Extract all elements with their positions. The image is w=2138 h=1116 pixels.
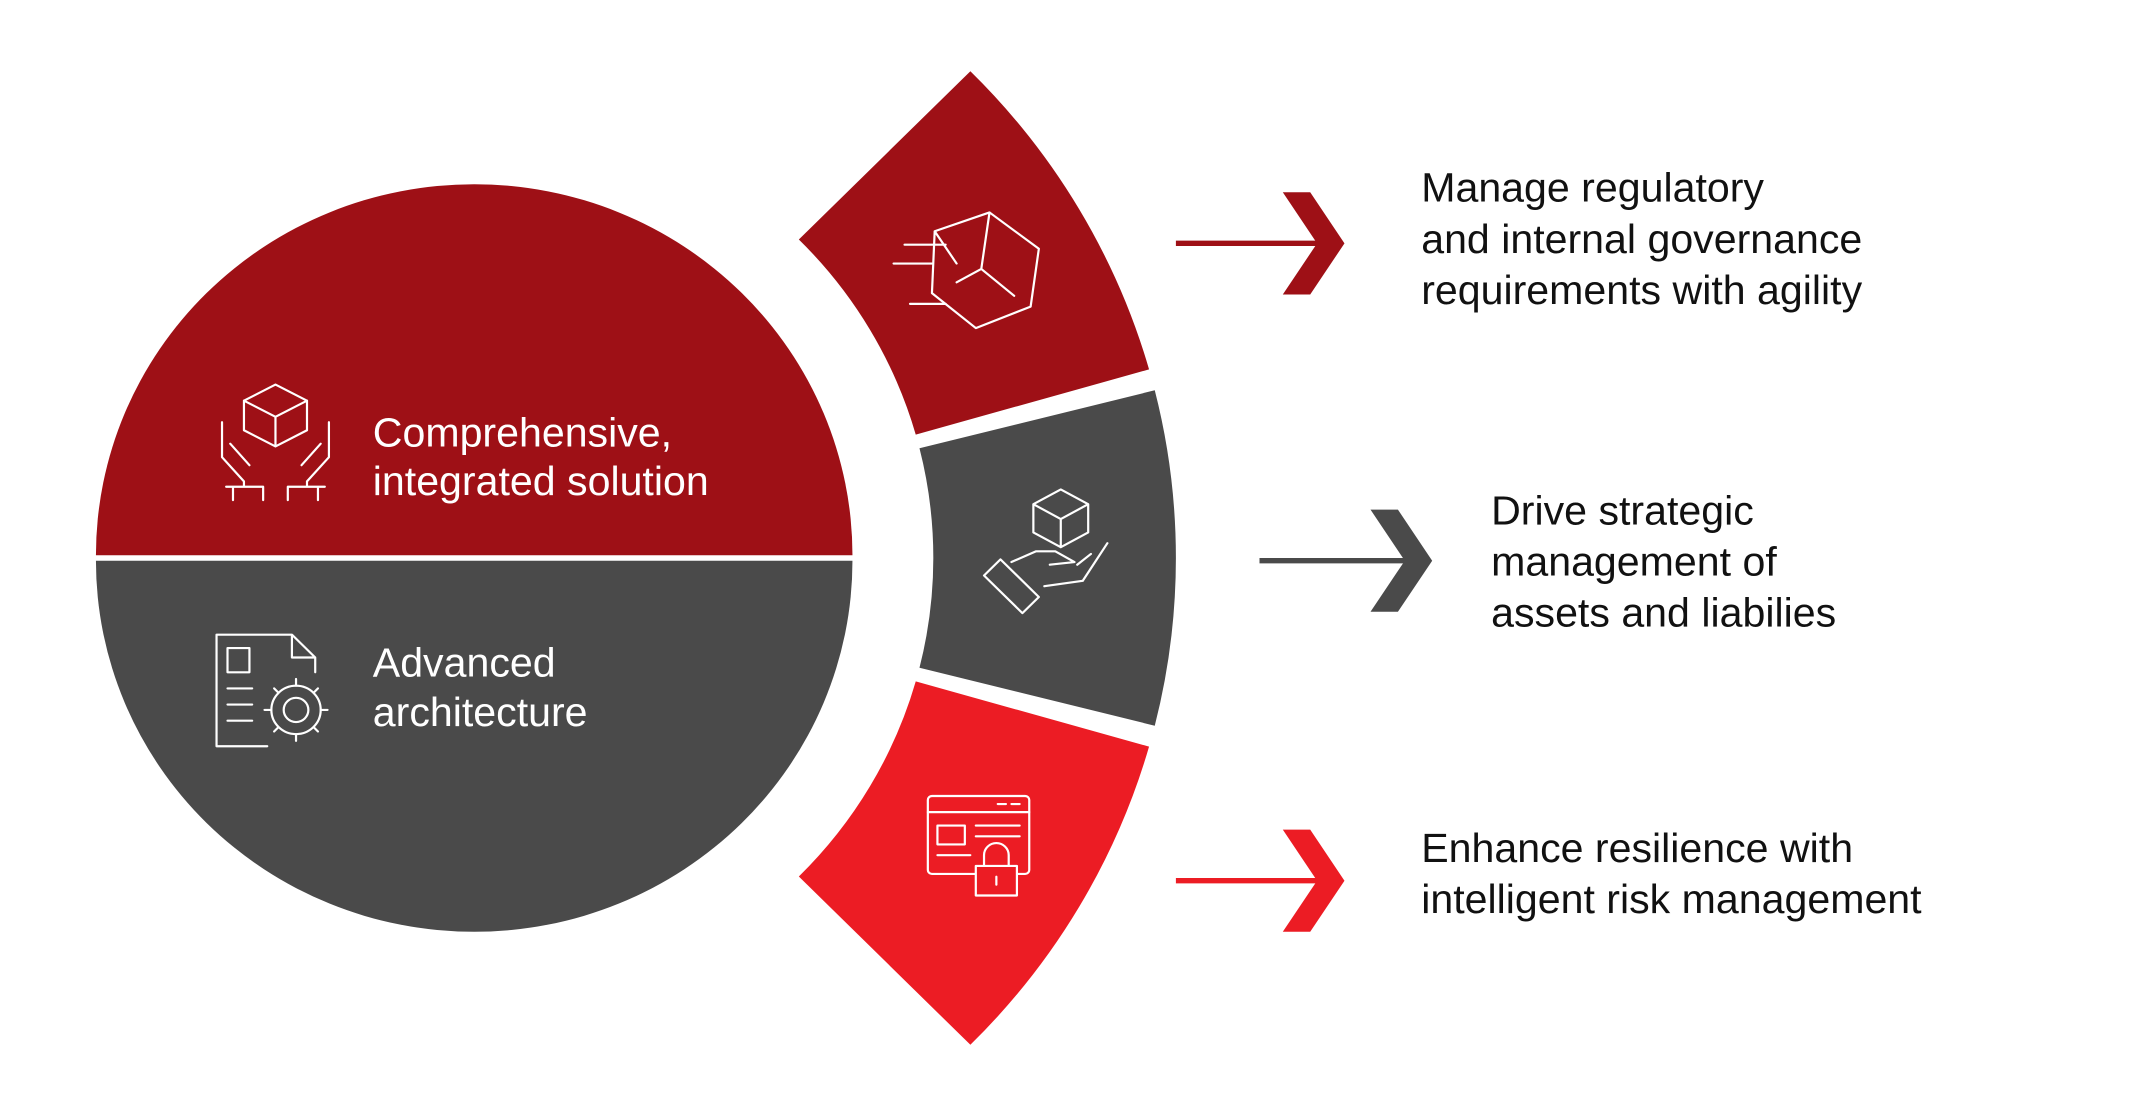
circle-top-line-1: Comprehensive,: [373, 410, 672, 456]
circle-bottom-line-1: Advanced: [373, 640, 556, 686]
outcome-3-line-1: Enhance resilience with: [1421, 825, 1853, 871]
locked-browser-icon: [926, 794, 1031, 897]
outcome-1-line-2: and internal governance: [1421, 216, 1862, 262]
outcome-1-line-3: requirements with agility: [1421, 267, 1863, 313]
circle-top-half: [95, 184, 853, 556]
outcome-2-line-2: management of: [1491, 539, 1777, 585]
outcome-2-line-3: assets and liabilies: [1491, 590, 1836, 636]
arrow-2: [1259, 509, 1433, 612]
circle-top-line-2: integrated solution: [373, 458, 709, 504]
arrow-1: [1175, 192, 1345, 295]
hands-holding-cube-icon: [220, 383, 331, 502]
circle-bottom-half: [95, 560, 853, 932]
chevron-right-icon: [1282, 829, 1345, 932]
circle-bottom-line-2: architecture: [373, 689, 588, 735]
document-gear-icon: [215, 633, 329, 748]
chevron-right-icon: [1282, 192, 1345, 295]
outcome-2-line-1: Drive strategic: [1491, 488, 1754, 534]
outcome-1-line-1: Manage regulatory: [1421, 165, 1764, 211]
outcome-3-line-2: intelligent risk management: [1421, 876, 1922, 922]
arc-segment-bottom: [798, 681, 1150, 1045]
hand-offering-cube-icon: [982, 488, 1109, 615]
arc-segment-middle: [919, 390, 1176, 726]
arrow-3: [1175, 829, 1345, 932]
arc-segment-top: [798, 71, 1150, 435]
chevron-right-icon: [1370, 509, 1433, 612]
moving-cube-icon: [892, 211, 1040, 330]
